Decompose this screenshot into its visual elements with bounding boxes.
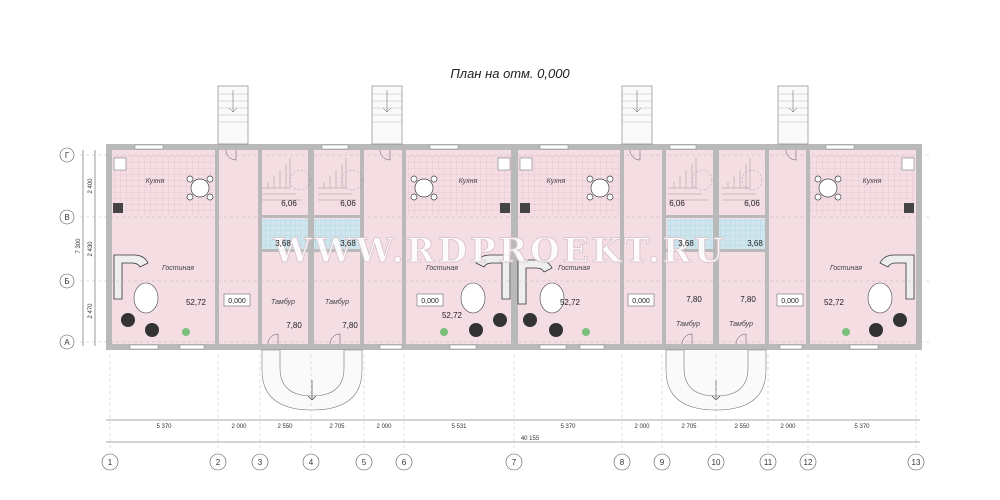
room-labels: Кухня Кухня Кухня Кухня Гостиная Гостина… xyxy=(146,178,882,328)
svg-text:2: 2 xyxy=(216,458,221,467)
row-axis-label: А xyxy=(64,338,70,347)
svg-text:4: 4 xyxy=(309,458,314,467)
coffee-tables xyxy=(133,282,893,314)
bath-tile xyxy=(719,219,765,249)
svg-text:12: 12 xyxy=(804,458,813,467)
plants xyxy=(182,328,850,336)
plan-title: План на отм. 0,000 xyxy=(450,66,570,81)
svg-text:3: 3 xyxy=(258,458,263,467)
svg-text:Кухня: Кухня xyxy=(863,178,882,185)
svg-text:Тамбур: Тамбур xyxy=(271,298,295,306)
svg-text:6,06: 6,06 xyxy=(669,199,685,208)
svg-text:2 000: 2 000 xyxy=(231,424,247,430)
svg-text:3,68: 3,68 xyxy=(678,239,694,248)
svg-text:2 000: 2 000 xyxy=(376,424,392,430)
svg-text:Гостиная: Гостиная xyxy=(830,265,862,272)
svg-text:3,68: 3,68 xyxy=(275,239,291,248)
sofas xyxy=(113,254,915,305)
svg-text:8: 8 xyxy=(620,458,625,467)
kitchen-sinks xyxy=(113,157,915,171)
rear-porches xyxy=(217,85,809,145)
svg-text:0,000: 0,000 xyxy=(781,298,799,305)
stairs xyxy=(262,158,763,201)
porch-steps xyxy=(218,90,808,123)
svg-text:9: 9 xyxy=(660,458,665,467)
svg-text:2 000: 2 000 xyxy=(780,424,796,430)
svg-text:0,000: 0,000 xyxy=(421,298,439,305)
svg-text:5 531: 5 531 xyxy=(451,424,467,430)
svg-text:7,80: 7,80 xyxy=(342,321,358,330)
svg-text:6,06: 6,06 xyxy=(281,199,297,208)
svg-text:6: 6 xyxy=(402,458,407,467)
svg-text:52,72: 52,72 xyxy=(824,298,845,307)
svg-text:2 705: 2 705 xyxy=(329,424,345,430)
armchairs xyxy=(121,313,907,337)
svg-text:Кухня: Кухня xyxy=(146,178,165,185)
svg-text:10: 10 xyxy=(712,458,721,467)
svg-text:2 705: 2 705 xyxy=(681,424,697,430)
svg-text:Кухня: Кухня xyxy=(459,178,478,185)
svg-text:Гостиная: Гостиная xyxy=(162,265,194,272)
row-dim: 2 400 xyxy=(88,178,94,194)
svg-text:1: 1 xyxy=(108,458,113,467)
svg-text:52,72: 52,72 xyxy=(442,311,463,320)
svg-text:3,68: 3,68 xyxy=(747,239,763,248)
svg-text:5: 5 xyxy=(362,458,367,467)
svg-text:Тамбур: Тамбур xyxy=(325,298,349,306)
watermark: WWW.RDPROEKT.RU xyxy=(272,231,726,271)
svg-text:5 370: 5 370 xyxy=(854,424,870,430)
bath-tile xyxy=(667,219,713,249)
svg-text:Тамбур: Тамбур xyxy=(676,320,700,328)
svg-text:6,06: 6,06 xyxy=(340,199,356,208)
row-dim: 2 430 xyxy=(88,241,94,257)
svg-text:7,80: 7,80 xyxy=(286,321,302,330)
svg-text:5 370: 5 370 xyxy=(560,424,576,430)
svg-text:7,80: 7,80 xyxy=(740,295,756,304)
row-axis-label: Б xyxy=(64,277,69,286)
level-labels: 0,000 0,000 0,000 0,000 xyxy=(228,298,799,305)
column-guides xyxy=(109,355,917,452)
level-markers xyxy=(223,293,804,307)
bath-tile xyxy=(314,219,360,249)
svg-text:7,80: 7,80 xyxy=(686,295,702,304)
svg-text:Тамбур: Тамбур xyxy=(729,320,753,328)
row-axes: Г В Б А 7 300 2 400 2 430 2 470 xyxy=(59,147,930,350)
room-areas: 52,72 52,72 52,72 52,72 7,80 7,80 7,80 7… xyxy=(186,199,845,330)
total-dim: 40 155 xyxy=(521,436,540,442)
dining-tables xyxy=(186,175,842,201)
column-dims: 5 370 2 000 2 550 2 705 2 000 5 531 5 37… xyxy=(156,424,870,430)
column-axes: 1 2 3 4 5 6 7 8 9 10 11 12 13 xyxy=(101,453,925,471)
svg-text:2 550: 2 550 xyxy=(734,424,750,430)
row-total-dim: 7 300 xyxy=(76,238,82,254)
row-axis-label: Г xyxy=(65,151,70,160)
bath-tile xyxy=(262,219,308,249)
svg-text:52,72: 52,72 xyxy=(560,298,581,307)
stoves xyxy=(113,203,914,213)
svg-text:6,06: 6,06 xyxy=(744,199,760,208)
svg-text:0,000: 0,000 xyxy=(632,298,650,305)
windows xyxy=(129,144,879,350)
svg-text:2 000: 2 000 xyxy=(634,424,650,430)
svg-text:3,68: 3,68 xyxy=(340,239,356,248)
row-axis-label: В xyxy=(64,213,69,222)
svg-text:Гостиная: Гостиная xyxy=(426,265,458,272)
svg-text:5 370: 5 370 xyxy=(156,424,172,430)
svg-text:Кухня: Кухня xyxy=(547,178,566,185)
svg-text:13: 13 xyxy=(912,458,921,467)
row-dim: 2 470 xyxy=(88,303,94,319)
svg-text:0,000: 0,000 xyxy=(228,298,246,305)
svg-text:7: 7 xyxy=(512,458,517,467)
svg-text:Гостиная: Гостиная xyxy=(558,265,590,272)
svg-text:11: 11 xyxy=(764,458,773,467)
svg-text:2 550: 2 550 xyxy=(277,424,293,430)
svg-text:52,72: 52,72 xyxy=(186,298,207,307)
interior-walls xyxy=(215,150,810,344)
